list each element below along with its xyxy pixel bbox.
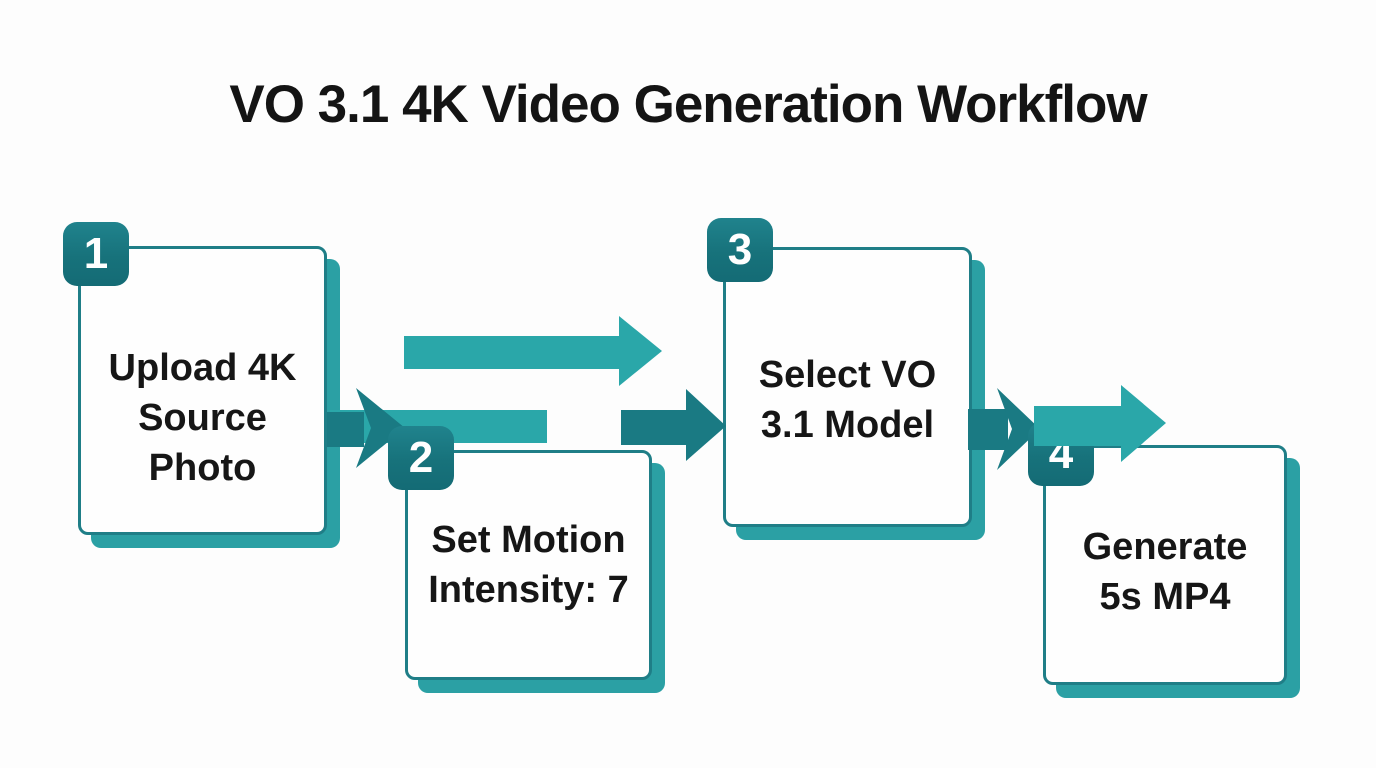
step-3-number-badge: 3 (707, 218, 773, 282)
step-1-label-line: Upload 4K (108, 346, 297, 389)
step-1-label-line: Source (138, 396, 267, 439)
step-1-box: Upload 4K Source Photo (78, 246, 327, 535)
step-2-number: 2 (408, 433, 434, 482)
step-2-number-badge: 2 (388, 426, 454, 490)
step-2-label-line: Set Motion (431, 519, 626, 561)
step-3-number: 3 (727, 225, 753, 274)
page-title: VO 3.1 4K Video Generation Workflow (229, 75, 1147, 134)
arrow-3-to-4-shaft (968, 409, 1008, 450)
step-2-label-line: Intensity: 7 (428, 569, 629, 611)
step-1-label-line: Photo (148, 446, 257, 489)
arrow-1-to-3-shaft (404, 336, 619, 369)
arrow-1-to-2-shaft (327, 412, 364, 447)
step-4-number: 4 (1048, 429, 1074, 478)
step-3-label-line: 3.1 Model (760, 404, 935, 446)
step-4-label-line: Generate (1082, 526, 1248, 568)
step-3-label-line: Select VO (758, 354, 937, 396)
step-4-number-badge: 4 (1028, 422, 1094, 486)
step-4-label-line: 5s MP4 (1099, 576, 1231, 618)
step-3-box: Select VO 3.1 Model (723, 247, 972, 527)
step-1-number: 1 (83, 229, 109, 278)
arrow-2-to-3-shaft (621, 410, 689, 445)
step-2-box: Set Motion Intensity: 7 (405, 450, 652, 680)
step-1-number-badge: 1 (63, 222, 129, 286)
arrow-1-to-3-head-icon (619, 316, 662, 386)
arrow-2-to-3-head-icon (686, 389, 726, 461)
